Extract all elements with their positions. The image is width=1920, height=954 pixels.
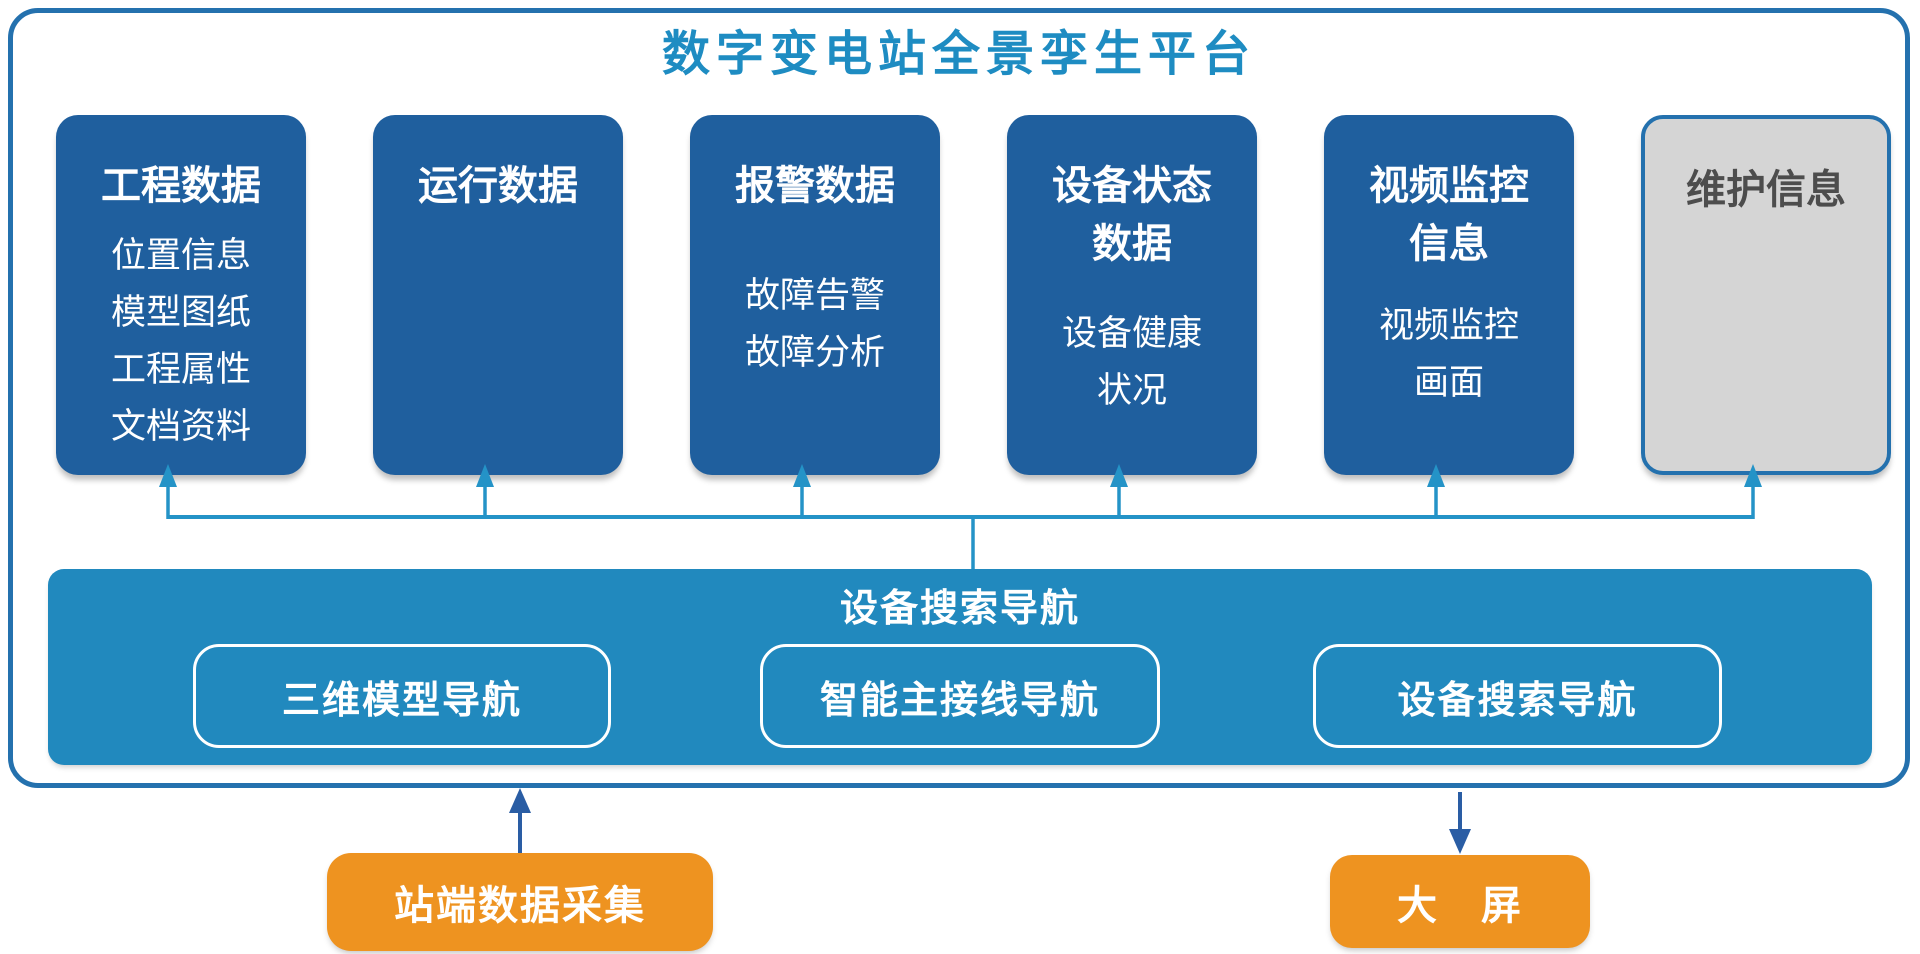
card-device-status-data: 设备状态 数据 设备健康 状况 [1007,115,1257,475]
card-maintenance-info: 维护信息 [1641,115,1891,475]
card-title: 维护信息 [1645,161,1887,219]
card-item: 文档资料 [110,407,251,446]
card-video-monitoring-info: 视频监控 信息 视频监控 画面 [1324,115,1574,475]
card-title: 视频监控 信息 [1324,157,1574,273]
card-title: 报警数据 [690,157,940,215]
card-title-line: 数据 [1092,222,1172,266]
node-big-screen: 大 屏 [1330,855,1590,948]
card-item: 画面 [1413,363,1484,402]
card-alarm-data: 报警数据 故障告警 故障分析 [690,115,940,475]
card-items: 视频监控 画面 [1324,297,1574,411]
card-operation-data: 运行数据 [373,115,623,475]
card-item: 视频监控 [1378,306,1519,345]
card-title: 运行数据 [373,157,623,215]
card-title-line: 报警数据 [735,164,895,208]
card-item: 故障告警 [744,276,885,315]
card-title: 设备状态 数据 [1007,157,1257,273]
node-station-data-collection: 站端数据采集 [327,853,713,951]
card-item: 模型图纸 [110,293,251,332]
card-items: 位置信息 模型图纸 工程属性 文档资料 [56,227,306,455]
big-screen-down-arrow [1449,792,1471,854]
card-item: 工程属性 [110,350,251,389]
navigation-banner: 设备搜索导航 [48,569,1872,765]
card-title-line: 运行数据 [418,164,578,208]
nav-button-3d-model-navigation: 三维模型导航 [193,644,611,748]
card-item: 设备健康 [1061,314,1202,353]
platform-title: 数字变电站全景孪生平台 [661,28,1256,81]
card-items: 故障告警 故障分析 [690,267,940,381]
card-title-line: 设备状态 [1052,164,1212,208]
nav-button-device-search-navigation: 设备搜索导航 [1313,644,1722,748]
nav-button-smart-main-wiring-navigation: 智能主接线导航 [760,644,1160,748]
card-engineering-data: 工程数据 位置信息 模型图纸 工程属性 文档资料 [56,115,306,475]
card-items: 设备健康 状况 [1007,305,1257,419]
card-title-line: 信息 [1409,222,1489,266]
up-arrow-icon [509,788,531,813]
card-title-line: 视频监控 [1369,164,1529,208]
card-title-line: 维护信息 [1686,168,1846,212]
station-data-up-arrow [509,788,531,853]
card-title-line: 工程数据 [101,164,261,208]
card-item: 故障分析 [744,333,885,372]
banner-title: 设备搜索导航 [839,588,1080,630]
card-item: 位置信息 [110,236,251,275]
down-arrow-icon [1449,829,1471,854]
card-title: 工程数据 [56,157,306,215]
card-item: 状况 [1096,371,1167,410]
